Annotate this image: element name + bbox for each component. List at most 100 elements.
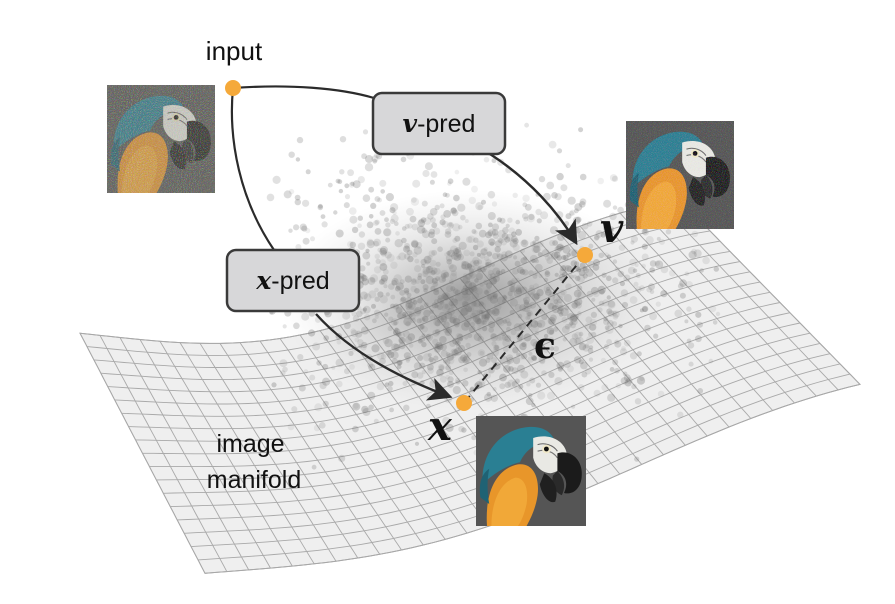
cloud-point xyxy=(635,273,641,278)
cloud-point xyxy=(393,328,401,336)
cloud-point xyxy=(373,266,382,274)
cloud-point xyxy=(498,270,503,276)
cloud-point xyxy=(461,322,470,331)
cloud-point xyxy=(395,282,404,291)
cloud-point xyxy=(454,321,460,328)
cloud-point xyxy=(454,377,461,384)
cloud-point xyxy=(327,182,333,188)
cloud-point xyxy=(437,295,443,301)
cloud-point xyxy=(302,237,310,245)
cloud-point xyxy=(407,333,416,341)
cloud-point xyxy=(500,330,506,336)
cloud-point xyxy=(612,359,619,366)
cloud-point xyxy=(567,365,574,373)
cloud-point xyxy=(480,309,485,314)
cloud-point xyxy=(530,292,535,297)
cloud-point xyxy=(425,275,434,285)
cloud-point xyxy=(444,303,452,310)
cloud-point xyxy=(429,379,438,388)
cloud-point xyxy=(478,381,486,389)
cloud-point xyxy=(436,316,444,324)
cloud-point xyxy=(623,274,631,282)
cloud-point xyxy=(546,286,551,291)
cloud-point xyxy=(511,277,518,284)
cloud-point xyxy=(405,302,413,310)
cloud-point xyxy=(502,299,507,304)
cloud-point xyxy=(555,301,563,310)
cloud-point xyxy=(595,230,604,238)
cloud-point xyxy=(590,311,598,318)
cloud-point xyxy=(429,358,437,365)
cloud-point xyxy=(551,304,557,310)
cloud-point xyxy=(442,294,449,301)
cloud-point xyxy=(414,288,420,294)
cloud-point xyxy=(496,252,501,258)
cloud-point xyxy=(402,381,408,386)
cloud-point xyxy=(606,308,613,315)
cloud-point xyxy=(470,321,476,327)
cloud-point xyxy=(390,214,399,223)
cloud-point xyxy=(364,163,374,172)
cloud-point xyxy=(471,185,478,193)
cloud-point xyxy=(362,408,371,416)
cloud-point xyxy=(433,287,439,293)
cloud-point xyxy=(639,285,645,291)
cloud-point xyxy=(423,217,432,225)
cloud-point xyxy=(369,274,379,283)
cloud-point xyxy=(522,194,530,202)
cloud-point xyxy=(402,314,407,319)
cloud-point xyxy=(388,380,394,387)
cloud-point xyxy=(373,220,379,226)
cloud-point xyxy=(481,199,486,205)
cloud-point xyxy=(513,323,522,332)
cloud-point xyxy=(390,261,398,269)
cloud-point xyxy=(532,240,541,249)
cloud-point xyxy=(547,302,555,310)
cloud-point xyxy=(362,307,368,312)
cloud-point xyxy=(447,181,452,186)
cloud-point xyxy=(439,219,446,226)
cloud-point xyxy=(431,238,438,245)
cloud-point xyxy=(425,265,434,274)
cloud-point xyxy=(453,248,460,255)
cloud-point xyxy=(484,262,490,267)
cloud-point xyxy=(566,252,571,257)
cloud-point xyxy=(363,314,371,321)
cloud-point xyxy=(582,273,588,279)
cloud-point xyxy=(406,207,414,216)
cloud-point xyxy=(442,303,449,309)
cloud-point xyxy=(612,310,620,318)
cloud-point xyxy=(712,320,718,325)
cloud-point xyxy=(422,266,431,275)
cloud-point xyxy=(408,313,416,321)
cloud-point xyxy=(549,299,555,305)
cloud-point xyxy=(361,405,369,414)
cloud-point xyxy=(301,225,308,232)
cloud-point xyxy=(582,266,588,271)
cloud-point xyxy=(427,367,434,374)
cloud-point xyxy=(446,353,454,361)
cloud-point xyxy=(587,347,594,354)
cloud-point xyxy=(423,309,431,318)
cloud-point xyxy=(312,342,321,351)
cloud-point xyxy=(517,364,525,373)
cloud-point xyxy=(271,382,277,388)
cloud-point xyxy=(536,240,544,248)
cloud-point xyxy=(500,269,506,274)
cloud-point xyxy=(512,347,519,354)
cloud-point xyxy=(488,238,496,246)
cloud-point xyxy=(478,302,486,310)
cloud-point xyxy=(468,272,474,277)
cloud-point xyxy=(464,358,469,363)
cloud-point xyxy=(393,274,402,283)
cloud-point xyxy=(344,322,351,330)
cloud-point xyxy=(414,441,420,446)
cloud-point xyxy=(393,303,399,309)
cloud-point xyxy=(646,286,652,293)
cloud-point xyxy=(510,282,516,287)
cloud-point xyxy=(397,311,406,320)
cloud-point xyxy=(495,317,504,325)
cloud-point xyxy=(471,229,477,234)
cloud-point xyxy=(548,318,555,325)
cloud-point xyxy=(607,310,615,317)
